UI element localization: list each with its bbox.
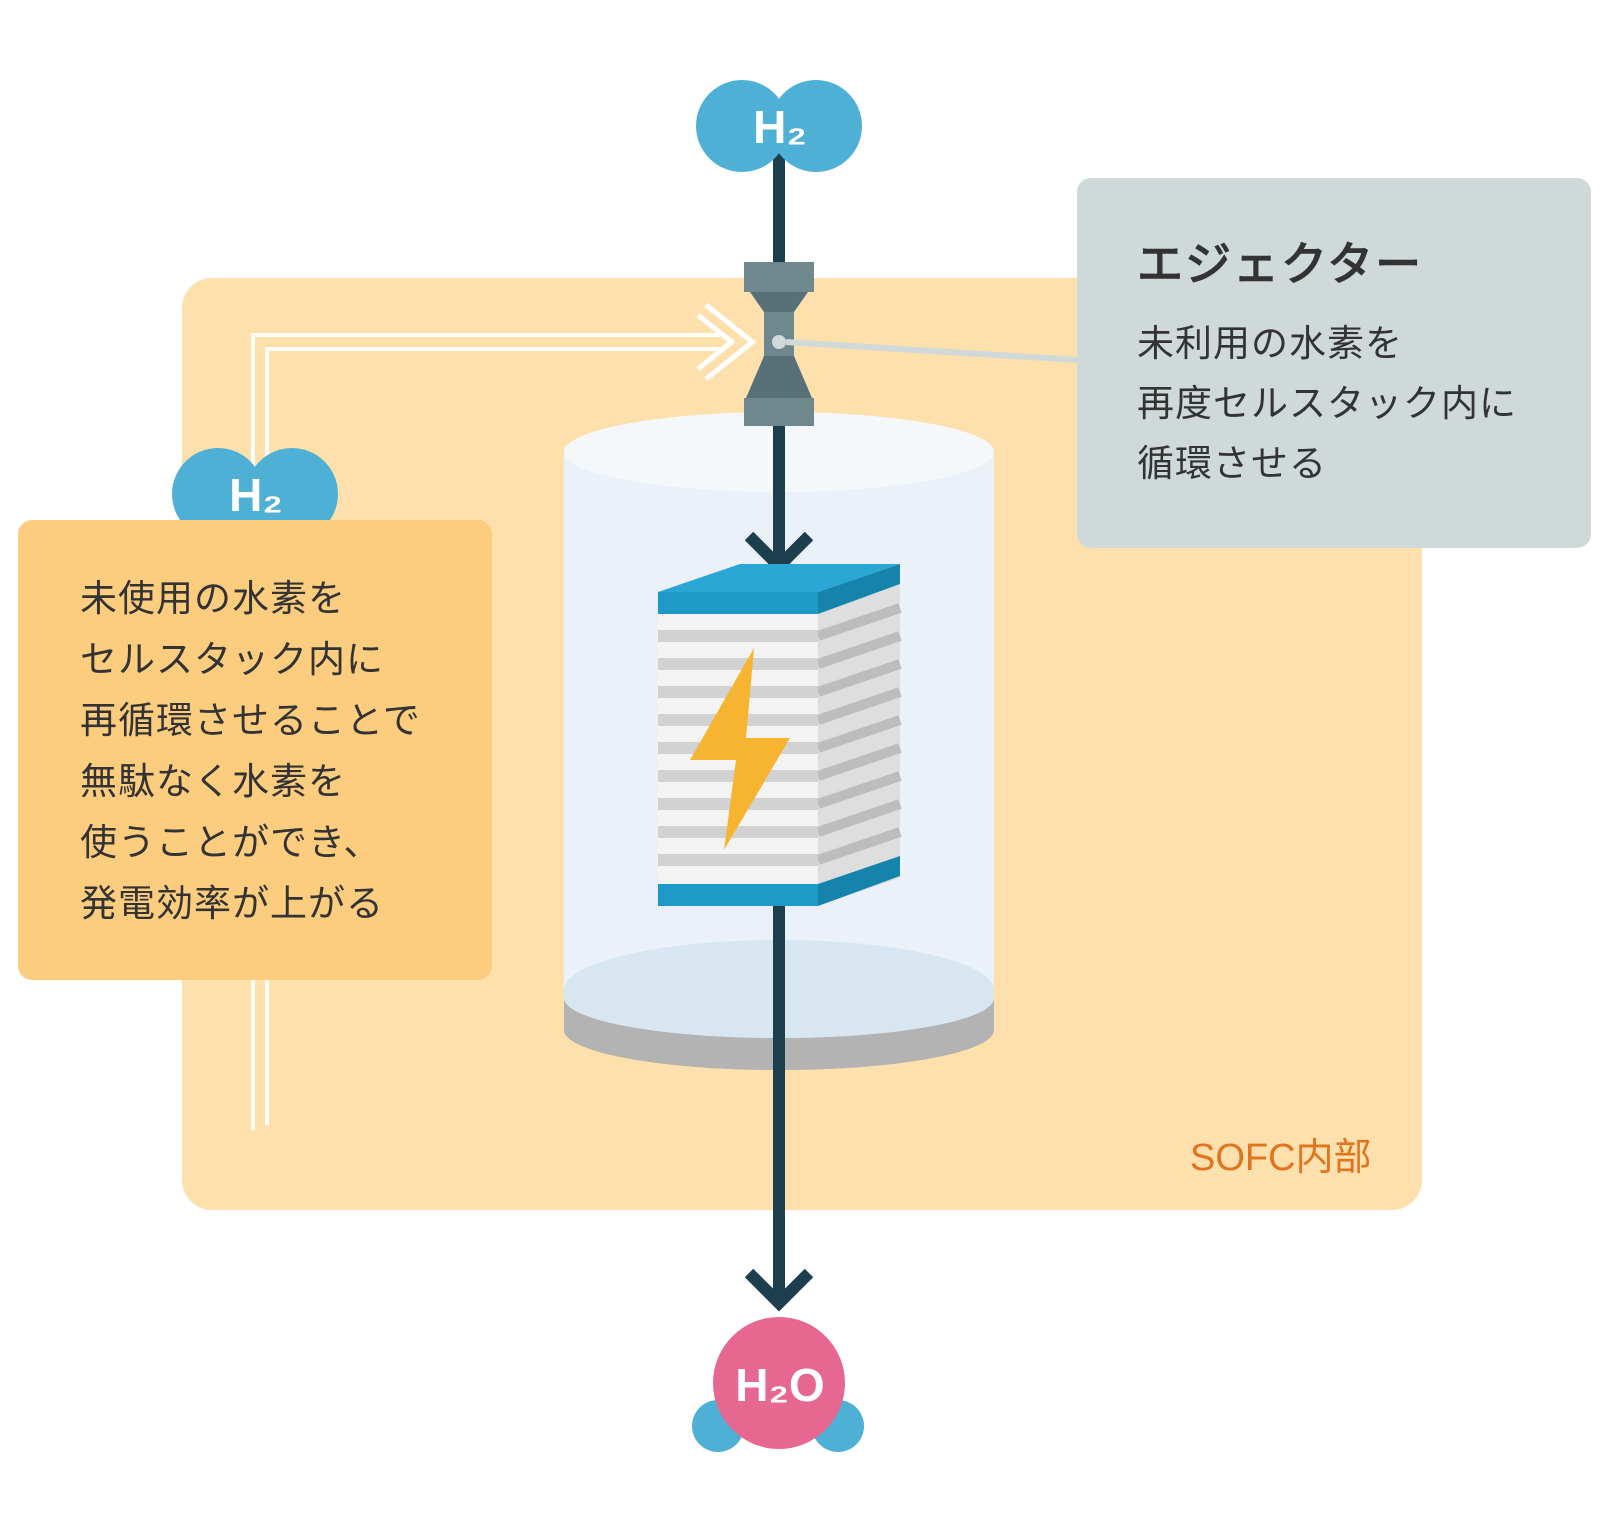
note-line: 未使用の水素を (80, 577, 346, 620)
note-line: 無駄なく水素を (80, 760, 346, 803)
ejector-icon (744, 262, 814, 426)
chevron-right-icon (696, 302, 757, 382)
h2-molecule-top (696, 80, 862, 172)
ejector-title: エジェクター (1137, 237, 1424, 291)
sofc-region-label: SOFC内部 (1190, 1137, 1372, 1179)
ejector-callout: エジェクター 未利用の水素を 再度セルスタック内に 循環させる (1077, 178, 1591, 548)
recycle-explanation-note: 未使用の水素を セルスタック内に 再循環させることで 無駄なく水素を 使うことが… (18, 520, 492, 980)
note-line: 発電効率が上がる (80, 882, 384, 925)
callout-line: 未利用の水素を (1137, 322, 1403, 365)
h2-top-label: H₂ (753, 101, 807, 153)
callout-line: 循環させる (1137, 442, 1327, 485)
callout-line: 再度セルスタック内に (1137, 382, 1517, 425)
h2-molecule-recycle (172, 448, 338, 540)
arrow-down-icon (744, 1268, 814, 1312)
cell-stack-icon (658, 564, 902, 906)
h2-recycle-label: H₂ (229, 469, 283, 521)
note-line: セルスタック内に (80, 638, 384, 681)
ejector-leader-line (785, 339, 1079, 363)
h2o-label: H₂O (735, 1359, 825, 1411)
note-line: 使うことができ、 (80, 821, 382, 864)
h2o-molecule (692, 1317, 864, 1452)
note-line: 再循環させることで (80, 699, 421, 742)
lightning-icon (690, 648, 790, 850)
